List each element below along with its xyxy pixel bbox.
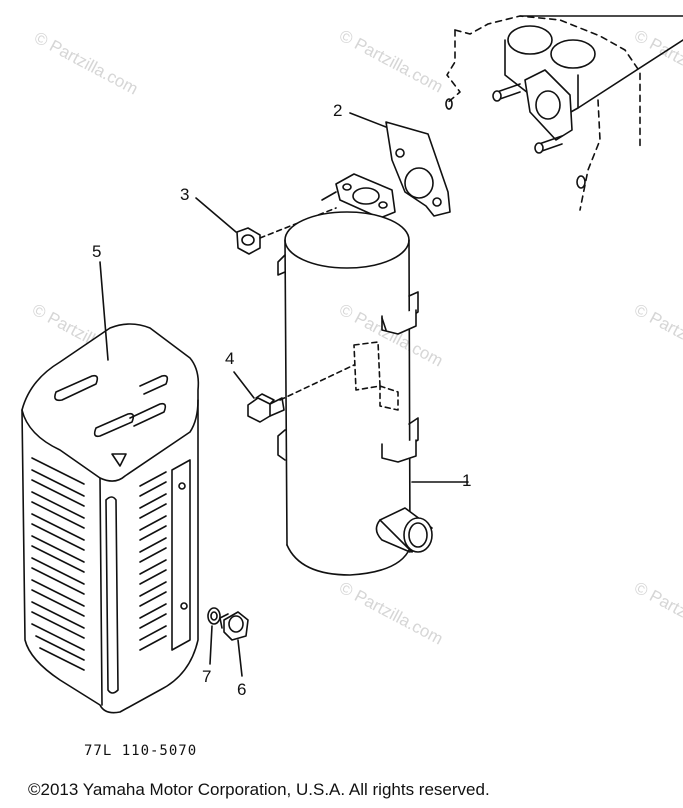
callout-3: 3 — [180, 185, 190, 204]
leader-line — [349, 112, 387, 128]
callout-5: 5 — [92, 242, 102, 261]
gasket — [385, 121, 451, 217]
muffler-flange — [321, 173, 396, 219]
leader-line — [237, 639, 243, 677]
leader-line — [209, 625, 213, 665]
screw — [219, 611, 249, 641]
muffler-body — [277, 211, 433, 576]
diagram-code: 77L 110-5070 — [84, 743, 198, 759]
callout-1: 1 — [462, 471, 472, 490]
leader-line — [99, 261, 109, 361]
callout-4: 4 — [225, 349, 235, 368]
leader-line — [195, 197, 237, 233]
engine-block — [445, 15, 683, 211]
callout-2: 2 — [333, 101, 343, 120]
muffler-guard — [21, 323, 200, 714]
callout-7: 7 — [202, 667, 212, 686]
leader-line — [233, 371, 255, 399]
callout-6: 6 — [237, 680, 247, 699]
copyright-notice: ©2013 Yamaha Motor Corporation, U.S.A. A… — [28, 780, 490, 799]
bolt — [247, 393, 285, 423]
washer — [207, 607, 221, 625]
